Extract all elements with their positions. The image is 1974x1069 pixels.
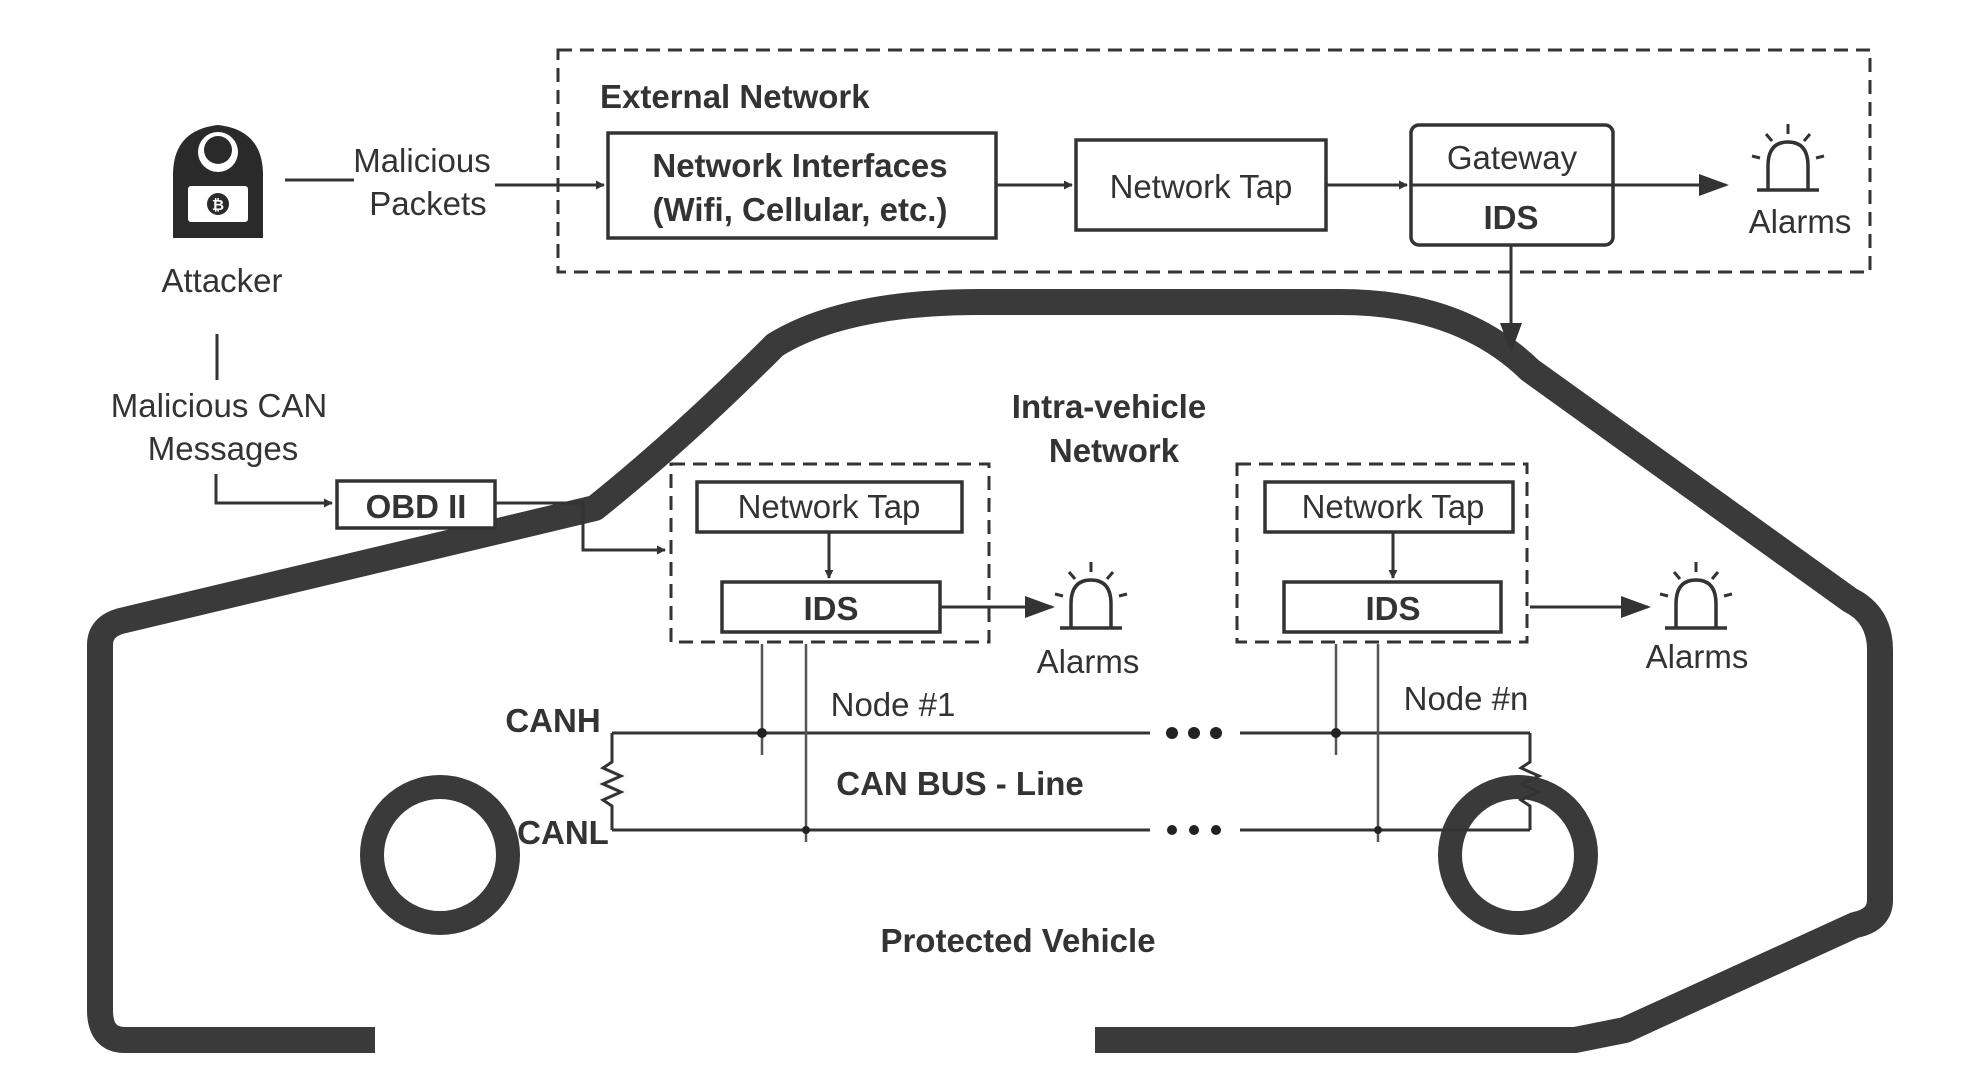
attacker-label: Attacker [161,262,282,299]
malicious-packets-label-1: Malicious [353,142,491,179]
malicious-can-label-2: Messages [148,430,298,467]
hacker-icon: ₿ [173,125,263,238]
external-network-title: External Network [600,78,870,115]
can-messages-arrow [214,474,333,508]
svg-text:₿: ₿ [212,197,224,214]
external-network-frame [556,48,1872,274]
obd-ii-label: OBD II [366,488,467,525]
noden-canl-junction [1374,826,1382,834]
node1-ids-box [720,580,942,634]
continuation-dot [1211,825,1221,835]
external-alarms-label: Alarms [1749,203,1852,240]
continuation-dot [1210,727,1222,739]
malicious-packets-label-2: Packets [369,185,486,222]
alarm-icon [1751,124,1825,192]
can-bus [599,644,1543,842]
canl-label: CANL [517,814,609,851]
noden-ids-label: IDS [1365,590,1420,627]
can-bus-line-label: CAN BUS - Line [836,765,1084,802]
noden-network-tap-box [1263,480,1515,534]
node1-frame [669,462,991,644]
node1-canl-junction [802,826,810,834]
canh-label: CANH [505,702,600,739]
noden-alarms-label: Alarms [1646,638,1749,675]
protected-vehicle-label: Protected Vehicle [880,922,1155,959]
intra-vehicle-title-1: Intra-vehicle [1012,388,1206,425]
gateway-ids-label: IDS [1483,199,1538,236]
alarm-icon [1054,562,1128,630]
external-network-tap-label: Network Tap [1110,168,1293,205]
front-wheel [360,775,520,935]
noden-ids-box [1282,580,1503,634]
alarm-icon [1659,562,1733,630]
right-termination-resistor [1517,733,1543,830]
obd-to-node1-arrow [495,501,666,555]
intra-vehicle-title-2: Network [1049,432,1180,469]
node1-alarms-label: Alarms [1037,643,1140,680]
node1-label: Node #1 [831,686,956,723]
noden-canh-junction [1331,728,1341,738]
noden-network-tap-label: Network Tap [1302,488,1485,525]
network-interfaces-label-2: (Wifi, Cellular, etc.) [653,191,948,228]
continuation-dot [1188,727,1200,739]
left-termination-resistor [599,733,625,830]
noden-label: Node #n [1404,680,1529,717]
continuation-dot [1167,825,1177,835]
gateway-label: Gateway [1447,139,1578,176]
noden-frame [1235,462,1529,644]
network-interfaces-label-1: Network Interfaces [652,147,947,184]
node1-network-tap-label: Network Tap [738,488,921,525]
node1-ids-label: IDS [803,590,858,627]
continuation-dot [1189,825,1199,835]
rear-wheel [1438,775,1598,935]
continuation-dot [1166,727,1178,739]
malicious-can-label-1: Malicious CAN [111,387,327,424]
node1-canh-junction [757,728,767,738]
network-interfaces-box [606,131,998,240]
vehicle-outline: Protected Vehicle [87,289,1893,1053]
obd-ii-box [335,479,497,530]
